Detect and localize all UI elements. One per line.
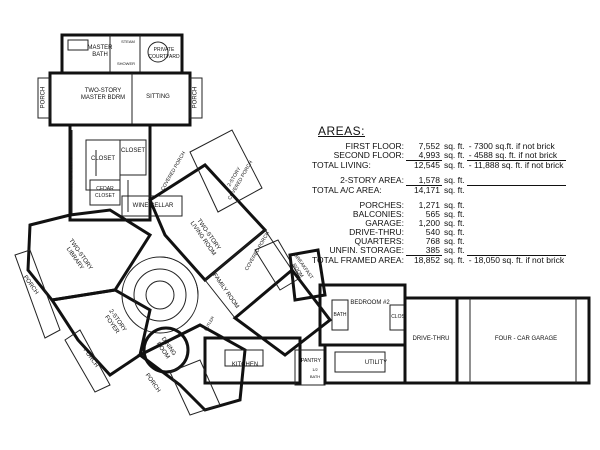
- areas-value: 565: [425, 209, 440, 219]
- room-private-courtyard: PRIVATE COURTYARD: [148, 47, 180, 60]
- areas-note: - 11,888 sq. ft. if not brick: [466, 160, 567, 170]
- areas-value: 4,993: [418, 150, 440, 160]
- room-closet-b: CLOSET: [120, 148, 145, 154]
- room-sitting: SITTING: [146, 94, 170, 100]
- master-suite-walls: [37, 33, 203, 127]
- room-steam: STEAM: [121, 39, 135, 44]
- areas-value: 14,171: [405, 185, 442, 195]
- areas-unit: sq. ft.: [443, 159, 465, 170]
- areas-value: 1,200: [418, 218, 440, 228]
- room-bedroom-2: BEDROOM #2: [350, 300, 390, 306]
- areas-value: 385: [425, 245, 440, 255]
- areas-label: GARAGE:: [365, 218, 404, 228]
- areas-label: TOTAL A/C AREA:: [312, 184, 382, 195]
- room-porch-top-right: PORCH: [192, 86, 199, 109]
- room-closet-a: CLOSET: [90, 156, 115, 162]
- areas-unit: sq. ft.: [443, 254, 465, 265]
- areas-label: PORCHES:: [359, 200, 404, 210]
- room-wine-cellar: WINE CELLAR: [132, 203, 174, 209]
- areas-note: [467, 219, 566, 228]
- room-cedar-closet: CEDAR CLOSET: [94, 186, 115, 199]
- areas-title: AREAS:: [318, 124, 366, 138]
- areas-value: 18,852: [405, 255, 442, 265]
- areas-unit: sq. ft.: [443, 150, 465, 160]
- areas-note: [467, 176, 566, 186]
- areas-note: [467, 201, 566, 210]
- room-master-bath: MASTER BATH: [87, 45, 113, 58]
- room-art-gallery: ART GALLERY: [68, 156, 75, 191]
- room-shower: SHOWER: [117, 61, 135, 66]
- areas-unit: sq. ft.: [443, 200, 465, 210]
- room-clos: CLOS: [391, 314, 405, 320]
- areas-label: SECOND FLOOR:: [333, 150, 404, 160]
- areas-label: FIRST FLOOR:: [345, 141, 404, 151]
- areas-unit: sq. ft.: [443, 245, 465, 255]
- areas-label: DRIVE-THRU:: [349, 227, 404, 237]
- areas-value: 12,545: [405, 160, 442, 170]
- areas-value: 1,578: [418, 175, 440, 185]
- areas-unit: sq. ft.: [443, 184, 465, 195]
- areas-unit: sq. ft.: [443, 236, 465, 246]
- room-bath: BATH: [333, 312, 347, 318]
- areas-note: [467, 228, 566, 237]
- areas-note: [466, 185, 567, 195]
- areas-unit: sq. ft.: [443, 141, 465, 151]
- library-foyer-walls: [14, 208, 199, 393]
- closet-gallery-walls: [68, 123, 183, 222]
- areas-note: - 4588 sq. ft. if not brick: [468, 150, 558, 160]
- areas-note: - 7300 sq.ft. if not brick: [468, 141, 555, 151]
- areas-unit: sq. ft.: [443, 175, 465, 185]
- areas-label: 2-STORY AREA:: [340, 175, 404, 185]
- areas-label: UNFIN. STORAGE:: [329, 245, 404, 255]
- areas-unit: sq. ft.: [443, 209, 465, 219]
- areas-unit: sq. ft.: [443, 218, 465, 228]
- kitchen-service-walls: [137, 323, 407, 416]
- areas-note: [467, 237, 566, 246]
- room-master-bedroom: TWO-STORY MASTER BDRM: [80, 88, 126, 101]
- room-half-bath: 1/2 BATH: [309, 367, 321, 379]
- areas-value: 768: [425, 236, 440, 246]
- room-kitchen: KITCHEN: [231, 362, 259, 368]
- room-pantry: PANTRY: [301, 358, 321, 364]
- areas-note: [467, 210, 566, 219]
- garage-walls: [403, 296, 591, 385]
- areas-value: 540: [425, 227, 440, 237]
- areas-value: 7,552: [418, 141, 440, 151]
- room-utility: UTILITY: [364, 360, 388, 366]
- room-four-car-garage: FOUR - CAR GARAGE: [494, 336, 558, 342]
- areas-value: 1,271: [418, 200, 440, 210]
- areas-label: QUARTERS:: [354, 236, 404, 246]
- areas-unit: sq. ft.: [443, 227, 465, 237]
- room-drive-thru: DRIVE-THRU: [412, 336, 450, 342]
- areas-label: TOTAL LIVING:: [312, 159, 371, 170]
- areas-note: - 18,050 sq. ft. if not brick: [466, 255, 567, 265]
- living-wing-walls: [148, 129, 333, 357]
- room-porch-top-left: PORCH: [40, 86, 47, 109]
- areas-label: BALCONIES:: [352, 209, 404, 219]
- areas-label: TOTAL FRAMED AREA:: [312, 254, 404, 265]
